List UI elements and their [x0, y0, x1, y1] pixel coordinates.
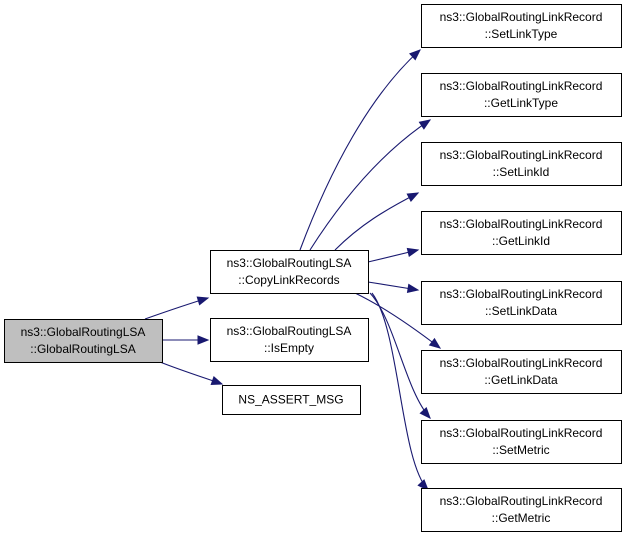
- node-root[interactable]: ns3::GlobalRoutingLSA::GlobalRoutingLSA: [4, 319, 163, 363]
- node-setmetric[interactable]: ns3::GlobalRoutingLinkRecord::SetMetric: [421, 420, 622, 464]
- edge-copy-setlinktype: [299, 49, 421, 251]
- node-box: [421, 488, 622, 532]
- edge-copy-setlinkid: [334, 192, 419, 251]
- node-copy[interactable]: ns3::GlobalRoutingLSA::CopyLinkRecords: [210, 250, 369, 294]
- node-label-line: ns3::GlobalRoutingLinkRecord: [440, 287, 603, 301]
- node-label-line: ns3::GlobalRoutingLinkRecord: [440, 217, 603, 231]
- edge-copy-getlinkdata: [354, 292, 441, 349]
- node-box: [421, 142, 622, 186]
- node-label-line: ns3::GlobalRoutingLinkRecord: [440, 148, 603, 162]
- arrowhead-copy-getlinktype: [418, 119, 432, 130]
- nodes-layer: ns3::GlobalRoutingLSA::GlobalRoutingLSAn…: [4, 4, 622, 532]
- arrowhead-copy-getlinkdata: [428, 337, 442, 349]
- node-label-line: ns3::GlobalRoutingLSA: [21, 325, 146, 339]
- node-getlinktype[interactable]: ns3::GlobalRoutingLinkRecord::GetLinkTyp…: [421, 73, 622, 117]
- node-label-line: ::SetMetric: [492, 443, 549, 457]
- node-label-line: ::GetLinkData: [484, 373, 558, 387]
- node-label-line: ::GlobalRoutingLSA: [30, 342, 135, 356]
- node-box: [421, 350, 622, 394]
- node-label-line: ns3::GlobalRoutingLinkRecord: [440, 356, 603, 370]
- node-label-line: ::SetLinkId: [493, 165, 550, 179]
- edges-layer: [144, 49, 442, 491]
- node-box: [4, 319, 163, 363]
- node-box: [421, 420, 622, 464]
- node-label-line: ns3::GlobalRoutingLinkRecord: [440, 79, 603, 93]
- arrowhead-copy-getmetric: [417, 479, 429, 491]
- arrowhead-copy-setlinkdata: [406, 283, 420, 294]
- node-label-line: ::GetLinkId: [492, 234, 550, 248]
- edge-copy-getlinktype: [309, 119, 431, 251]
- node-setlinkid[interactable]: ns3::GlobalRoutingLinkRecord::SetLinkId: [421, 142, 622, 186]
- node-label-line: ::GetMetric: [492, 511, 551, 525]
- node-setlinkdata[interactable]: ns3::GlobalRoutingLinkRecord::SetLinkDat…: [421, 281, 622, 325]
- node-box: [210, 250, 369, 294]
- node-label-line: ::SetLinkData: [485, 304, 557, 318]
- arrowhead-root-assert: [210, 376, 224, 385]
- node-box: [421, 281, 622, 325]
- node-assert[interactable]: NS_ASSERT_MSG: [222, 385, 361, 415]
- node-label-line: ns3::GlobalRoutingLinkRecord: [440, 426, 603, 440]
- node-label-line: ::SetLinkType: [485, 27, 558, 41]
- node-setlinktype[interactable]: ns3::GlobalRoutingLinkRecord::SetLinkTyp…: [421, 4, 622, 48]
- arrowhead-copy-setmetric: [419, 407, 431, 420]
- arrowhead-copy-getlinkid: [406, 247, 420, 258]
- arrowhead-root-copy: [196, 296, 210, 306]
- node-box: [421, 211, 622, 255]
- node-getlinkdata[interactable]: ns3::GlobalRoutingLinkRecord::GetLinkDat…: [421, 350, 622, 394]
- arrowhead-root-isempty: [197, 335, 210, 345]
- node-box: [421, 73, 622, 117]
- arrowhead-copy-setlinkid: [406, 192, 420, 203]
- arrowhead-copy-setlinktype: [409, 49, 422, 61]
- node-label-line: ns3::GlobalRoutingLinkRecord: [440, 10, 603, 24]
- node-getlinkid[interactable]: ns3::GlobalRoutingLinkRecord::GetLinkId: [421, 211, 622, 255]
- node-box: [210, 318, 369, 362]
- node-label-line: ::IsEmpty: [264, 341, 314, 355]
- node-box: [421, 4, 622, 48]
- node-label-line: ns3::GlobalRoutingLSA: [227, 256, 352, 270]
- node-label-line: ns3::GlobalRoutingLSA: [227, 324, 352, 338]
- node-label-line: ::GetLinkType: [484, 96, 558, 110]
- node-label-line: ::CopyLinkRecords: [238, 273, 339, 287]
- node-box: [222, 385, 361, 415]
- edge-copy-getmetric: [371, 292, 429, 491]
- node-isempty[interactable]: ns3::GlobalRoutingLSA::IsEmpty: [210, 318, 369, 362]
- node-getmetric[interactable]: ns3::GlobalRoutingLinkRecord::GetMetric: [421, 488, 622, 532]
- node-label-line: NS_ASSERT_MSG: [238, 393, 343, 407]
- node-label-line: ns3::GlobalRoutingLinkRecord: [440, 494, 603, 508]
